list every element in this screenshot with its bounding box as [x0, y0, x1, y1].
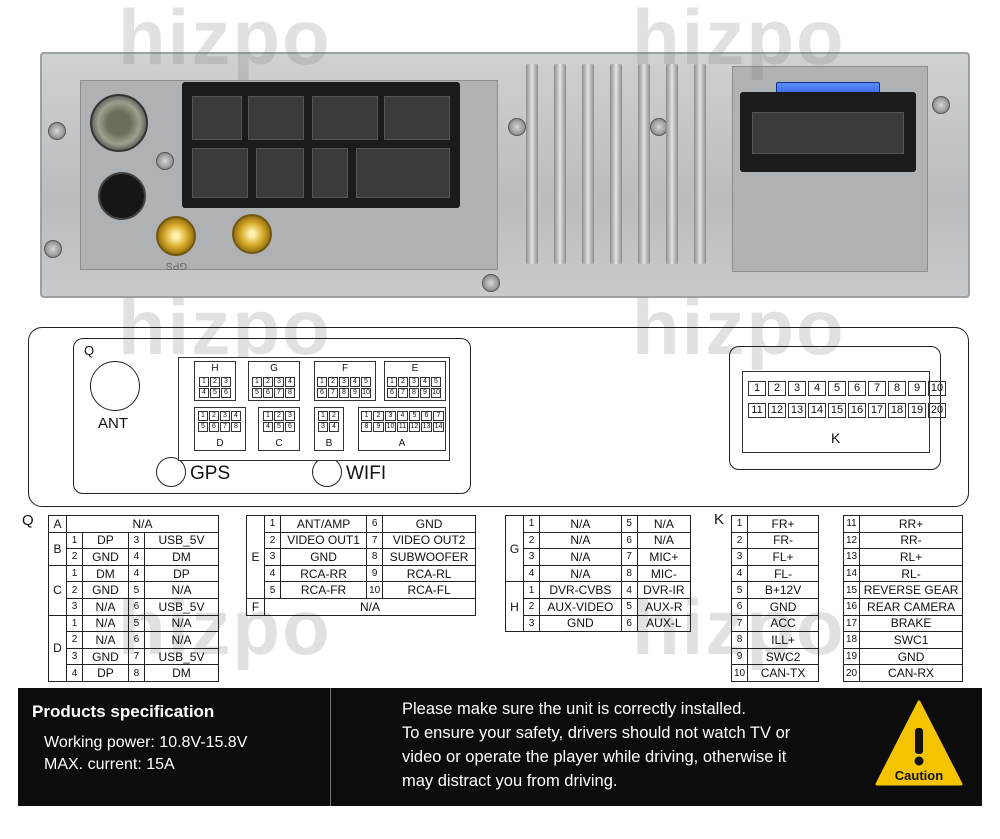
wifi-socket-icon [312, 457, 342, 487]
table-q-letter: Q [22, 512, 34, 529]
heatsink-fin [582, 64, 594, 264]
wifi-label: WIFI [346, 463, 387, 484]
connector-g [248, 96, 304, 140]
table-k-letter: K [714, 511, 725, 528]
unit-rear-photo: GPS [40, 52, 970, 298]
caution-label: Caution [894, 768, 944, 783]
caution-sign: Caution [873, 698, 965, 790]
ant-socket-icon [90, 361, 140, 411]
spec-title: Products specification [32, 702, 215, 721]
connector-a [356, 148, 450, 198]
screw [482, 274, 500, 292]
warning-line-1: Please make sure the unit is correctly i… [402, 700, 746, 718]
heatsink-fin [554, 64, 566, 264]
warning-line-4: may distract you from driving. [402, 772, 618, 790]
screw [932, 96, 950, 114]
antenna-socket [90, 94, 148, 152]
ant-label: ANT [98, 415, 128, 432]
gps-connector [156, 216, 196, 256]
empty-socket-hole [98, 172, 146, 220]
k-connector-pins [752, 112, 904, 154]
connector-f [312, 96, 378, 140]
caution-triangle-icon [875, 700, 963, 786]
heatsink-fin [526, 64, 538, 264]
gps-socket-icon [156, 457, 186, 487]
connector-h [192, 96, 242, 140]
connector-d [192, 148, 248, 198]
heatsink-fin [610, 64, 622, 264]
heatsink-fin [638, 64, 650, 264]
wifi-connector [232, 214, 272, 254]
screw [508, 118, 526, 136]
connector-c [256, 148, 304, 198]
screw [44, 240, 62, 258]
connector-b [312, 148, 348, 198]
connector-e [384, 96, 450, 140]
q-label: Q [84, 343, 95, 358]
screw [48, 122, 66, 140]
gps-engraving: GPS [166, 260, 188, 271]
screw [156, 152, 174, 170]
spec-power: Working power: 10.8V-15.8V [44, 734, 248, 751]
spec-panel: Products specification Working power: 10… [18, 688, 331, 806]
warning-line-3: video or operate the player while drivin… [402, 748, 787, 766]
gps-label: GPS [190, 463, 231, 484]
spec-bar: Products specification Working power: 10… [18, 688, 982, 806]
spec-current: MAX. current: 15A [44, 756, 175, 773]
warning-line-2: To ensure your safety, drivers should no… [402, 724, 791, 742]
k-label: K [831, 430, 841, 446]
heatsink-fin [694, 64, 706, 264]
heatsink-fin [666, 64, 678, 264]
